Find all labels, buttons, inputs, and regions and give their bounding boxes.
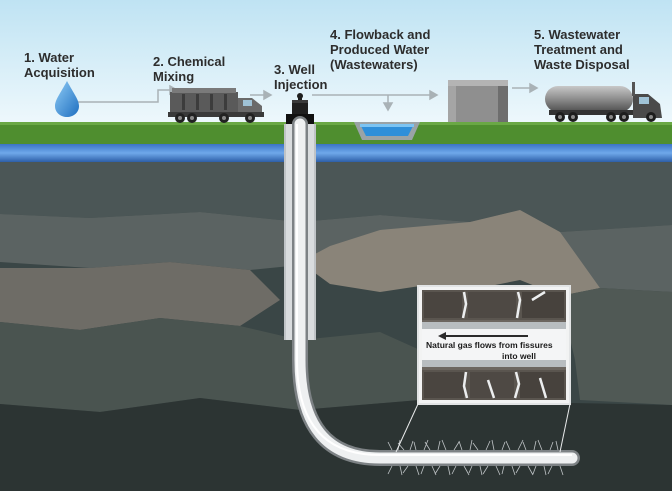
step-5-line2: Treatment and [534, 42, 623, 57]
step-4-line3: (Wastewaters) [330, 57, 418, 72]
rock-layer-light-2 [0, 262, 280, 330]
rock-layer-light [300, 210, 600, 296]
step-5-line1: 5. Wastewater [534, 27, 621, 42]
step-1-line1: 1. Water [24, 50, 75, 65]
step-2-label: 2. Chemical Mixing [153, 54, 225, 84]
tanker-truck-icon [545, 82, 662, 122]
step-4-line1: 4. Flowback and [330, 27, 431, 42]
callout-text-line1: Natural gas flows from fissures [426, 340, 553, 350]
aquifer [0, 144, 672, 162]
step-1-line2: Acquisition [24, 65, 95, 80]
storage-tank-icon [448, 80, 508, 122]
step-5-label: 5. Wastewater Treatment and Waste Dispos… [534, 27, 630, 72]
step-3-line1: 3. Well [274, 62, 315, 77]
mixing-truck-icon [168, 88, 264, 123]
callout-text-line2: into well [502, 351, 536, 361]
water-drop-icon [55, 81, 79, 117]
step-2-line2: Mixing [153, 69, 195, 84]
step-3-label: 3. Well Injection [274, 62, 327, 92]
rock-layer-right [560, 288, 672, 405]
flowback-pit-icon [354, 122, 420, 140]
ground-surface [0, 122, 672, 144]
rock-layer-upper [0, 160, 672, 232]
step-1-label: 1. Water Acquisition [24, 50, 95, 80]
step-2-line1: 2. Chemical [153, 54, 226, 69]
fissure-callout [417, 285, 571, 405]
step-4-line2: Produced Water [330, 42, 430, 57]
rock-layer-lower [0, 318, 420, 412]
step-5-line3: Waste Disposal [534, 57, 630, 72]
step-4-label: 4. Flowback and Produced Water (Wastewat… [330, 27, 430, 72]
step-3-line2: Injection [274, 77, 328, 92]
fracture-zone [387, 439, 564, 476]
